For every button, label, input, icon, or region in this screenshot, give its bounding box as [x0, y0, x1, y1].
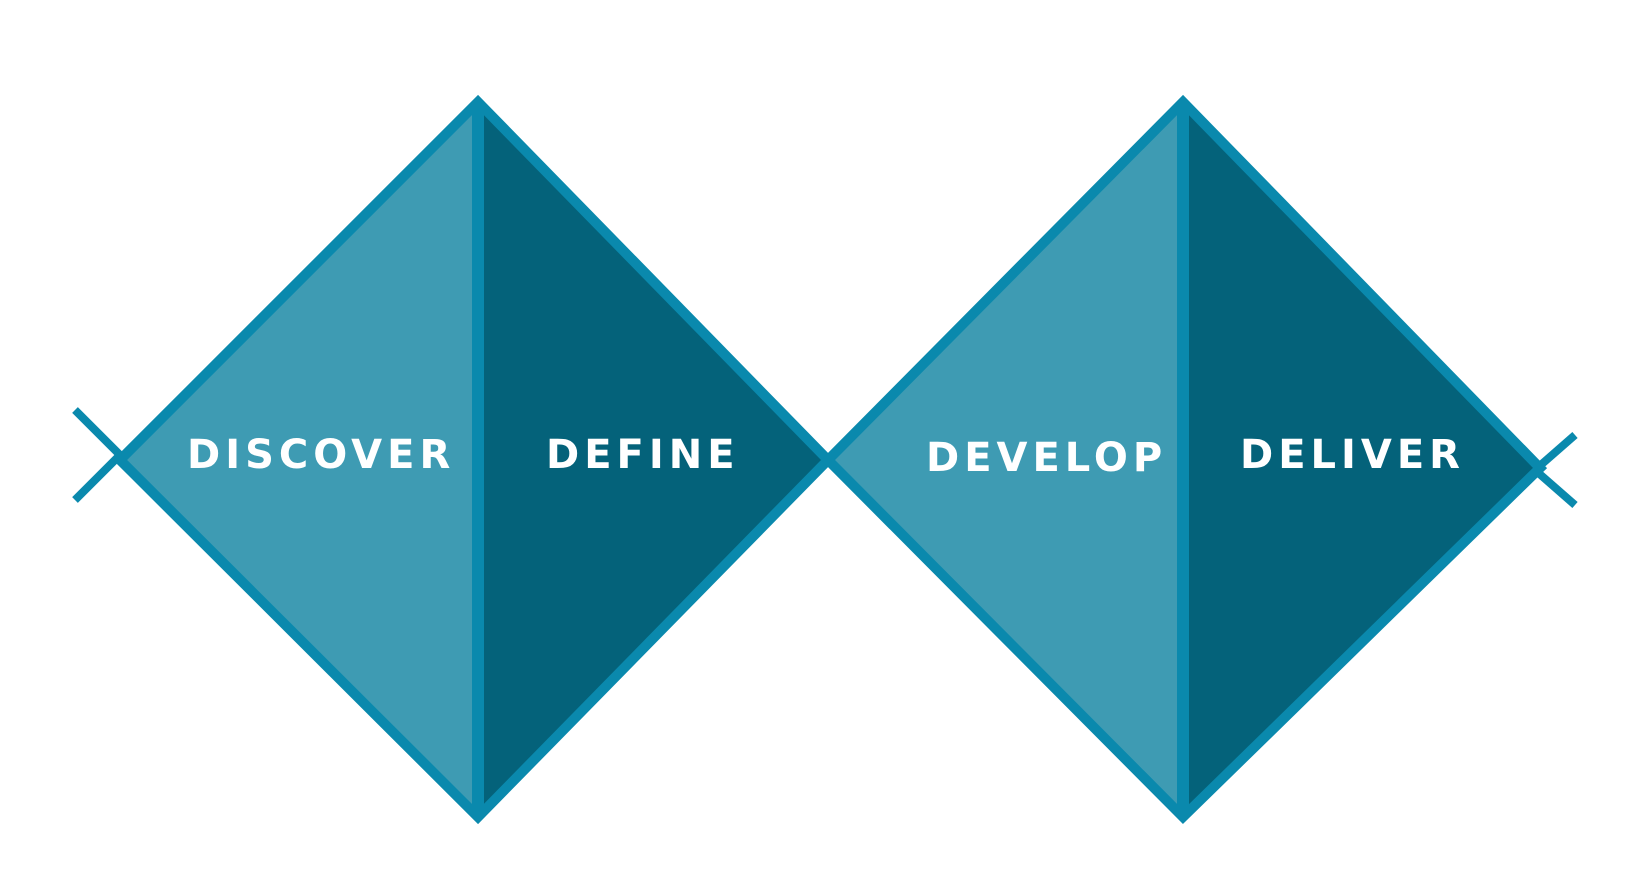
- entry-tick-lower: [72, 452, 123, 503]
- diamond-two: [820, 94, 1548, 825]
- develop-half: [828, 102, 1183, 817]
- diamond-one: [112, 94, 835, 825]
- phase-label-discover: DISCOVER: [187, 432, 455, 478]
- phase-label-deliver: DELIVER: [1240, 432, 1465, 478]
- discover-half: [120, 102, 478, 817]
- deliver-half: [1183, 102, 1540, 817]
- phase-label-develop: DEVELOP: [926, 435, 1167, 481]
- entry-tick-upper: [72, 407, 123, 458]
- phase-label-define: DEFINE: [546, 432, 740, 478]
- define-half: [478, 102, 828, 817]
- exit-tick-lower: [1532, 466, 1578, 509]
